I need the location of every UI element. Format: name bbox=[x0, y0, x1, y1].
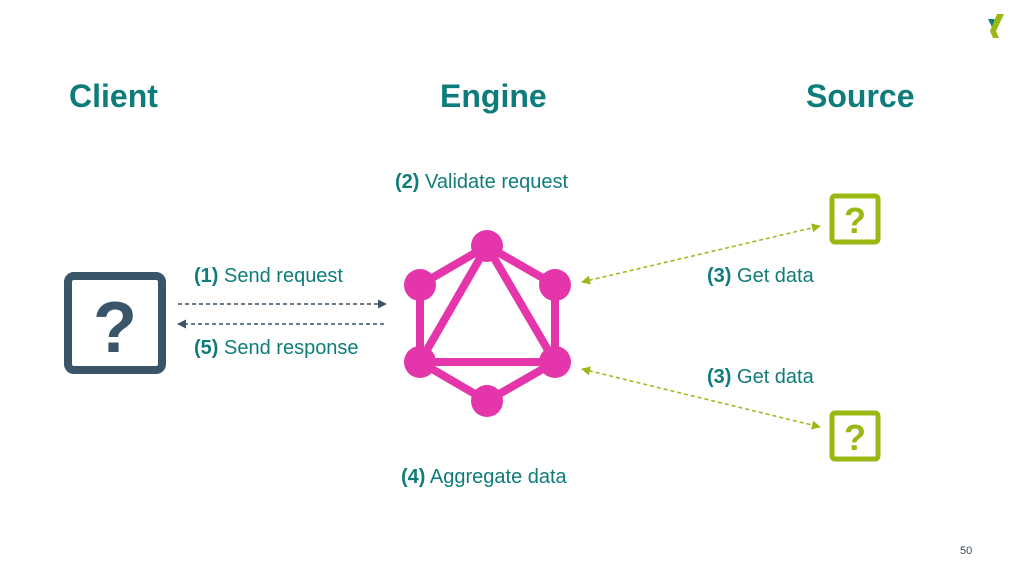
client-question-box-icon: ? bbox=[64, 272, 166, 374]
graphql-logo-nodes bbox=[404, 230, 571, 417]
get-data-bottom-arrow bbox=[581, 366, 821, 430]
step-number: (1) bbox=[194, 265, 219, 287]
client-heading: Client bbox=[69, 78, 158, 114]
source-top-question-box-icon: ? bbox=[829, 193, 881, 245]
svg-text:?: ? bbox=[844, 417, 866, 458]
step-text: Aggregate data bbox=[429, 466, 567, 488]
step-text: Send response bbox=[224, 337, 359, 359]
step-send-request: (1) Send request bbox=[194, 265, 343, 288]
step-validate-request: (2) Validate request bbox=[395, 171, 568, 194]
step-aggregate-data: (4) Aggregate data bbox=[401, 466, 567, 489]
step-number: (3) bbox=[707, 265, 732, 287]
svg-text:?: ? bbox=[93, 288, 137, 368]
step-text: Get data bbox=[737, 265, 814, 287]
step-number: (2) bbox=[395, 171, 420, 193]
get-data-top-arrow bbox=[581, 223, 821, 285]
step-text: Send request bbox=[224, 265, 343, 287]
page-number: 50 bbox=[960, 545, 973, 557]
xing-logo-icon bbox=[988, 14, 1004, 38]
step-text: Validate request bbox=[425, 171, 569, 193]
step-get-data-top: (3) Get data bbox=[707, 265, 814, 288]
step-number: (4) bbox=[401, 466, 426, 488]
source-bottom-question-box-icon: ? bbox=[829, 410, 881, 462]
step-text: Get data bbox=[737, 366, 814, 388]
source-heading: Source bbox=[806, 78, 915, 114]
step-number: (3) bbox=[707, 366, 732, 388]
step-send-response: (5) Send response bbox=[194, 337, 359, 360]
graphql-logo-icon bbox=[416, 242, 559, 405]
step-get-data-bottom: (3) Get data bbox=[707, 366, 814, 389]
engine-heading: Engine bbox=[440, 78, 547, 114]
step-number: (5) bbox=[194, 337, 219, 359]
svg-text:?: ? bbox=[844, 200, 866, 241]
